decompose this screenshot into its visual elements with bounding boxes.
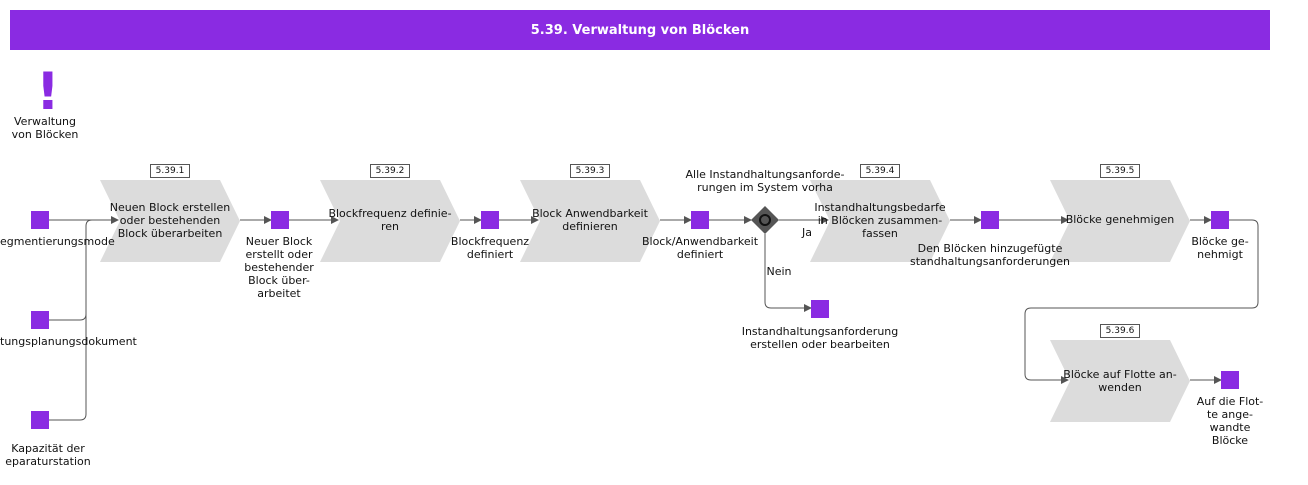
output-label-3: Block/Anwendbarkeit definiert <box>641 235 759 261</box>
output-square-5[interactable] <box>1211 211 1229 229</box>
process-label-2[interactable]: Blockfrequenz definie- ren <box>328 207 452 233</box>
input-square-2[interactable] <box>31 311 49 329</box>
input-label-2: tungsplanungsdokument <box>0 335 137 348</box>
gateway-circle-icon <box>759 214 771 226</box>
output-label-6: Auf die Flot- te ange- wandte Blöcke <box>1196 395 1264 447</box>
process-chevron-6[interactable] <box>1050 340 1190 422</box>
process-chevron-5[interactable] <box>1050 180 1190 262</box>
process-tag-1: 5.39.1 <box>150 164 190 178</box>
input-label-3: Kapazität der eparaturstation <box>5 442 91 468</box>
output-square-6[interactable] <box>1221 371 1239 389</box>
gateway-diamond[interactable] <box>751 206 779 234</box>
process-label-5[interactable]: Blöcke genehmigen <box>1065 213 1175 226</box>
process-chevron-1[interactable] <box>100 180 240 262</box>
output-label-2: Blockfrequenz definiert <box>450 235 530 261</box>
output-square-2[interactable] <box>481 211 499 229</box>
gateway-label: Alle Instandhaltungsanforde- rungen im S… <box>685 168 845 194</box>
output-square-4[interactable] <box>981 211 999 229</box>
process-tag-3: 5.39.3 <box>570 164 610 178</box>
output-square-7[interactable] <box>811 300 829 318</box>
process-chevron-4[interactable] <box>810 180 950 262</box>
output-square-3[interactable] <box>691 211 709 229</box>
process-tag-2: 5.39.2 <box>370 164 410 178</box>
connector-o5-p6 <box>1024 219 1259 384</box>
input-square-3[interactable] <box>31 411 49 429</box>
output-label-4: Den Blöcken hinzugefügte standhaltungsan… <box>909 242 1071 268</box>
process-tag-5: 5.39.5 <box>1100 164 1140 178</box>
trigger-label: Verwaltung von Blöcken <box>11 115 79 141</box>
process-chevron-3[interactable] <box>520 180 660 262</box>
process-label-4[interactable]: Instandhaltungsbedarfe in Blöcken zusamm… <box>814 201 946 240</box>
diagram-title: 5.39. Verwaltung von Blöcken <box>530 22 750 38</box>
input-label-1: egmentierungsmode <box>0 235 115 248</box>
gateway-no-label: Nein <box>766 265 792 278</box>
input-square-1[interactable] <box>31 211 49 229</box>
process-tag-4: 5.39.4 <box>860 164 900 178</box>
output-label-7: Instandhaltungsanforderung erstellen ode… <box>741 325 899 351</box>
process-chevron-2[interactable] <box>320 180 460 262</box>
connector-gateway-o7 <box>764 234 812 312</box>
process-label-3[interactable]: Block Anwendbarkeit definieren <box>532 207 648 233</box>
output-square-1[interactable] <box>271 211 289 229</box>
exclamation-icon: ! <box>36 62 60 122</box>
process-label-1[interactable]: Neuen Block erstellen oder bestehenden B… <box>109 201 231 240</box>
process-tag-6: 5.39.6 <box>1100 324 1140 338</box>
output-label-1: Neuer Block erstellt oder bestehender Bl… <box>244 235 314 300</box>
diagram-title-bar: 5.39. Verwaltung von Blöcken <box>10 10 1270 50</box>
gateway-yes-label: Ja <box>802 226 812 239</box>
connector-input3-p1 <box>49 226 87 421</box>
process-label-6[interactable]: Blöcke auf Flotte an- wenden <box>1063 368 1177 394</box>
output-label-5: Blöcke ge- nehmigt <box>1191 235 1249 261</box>
